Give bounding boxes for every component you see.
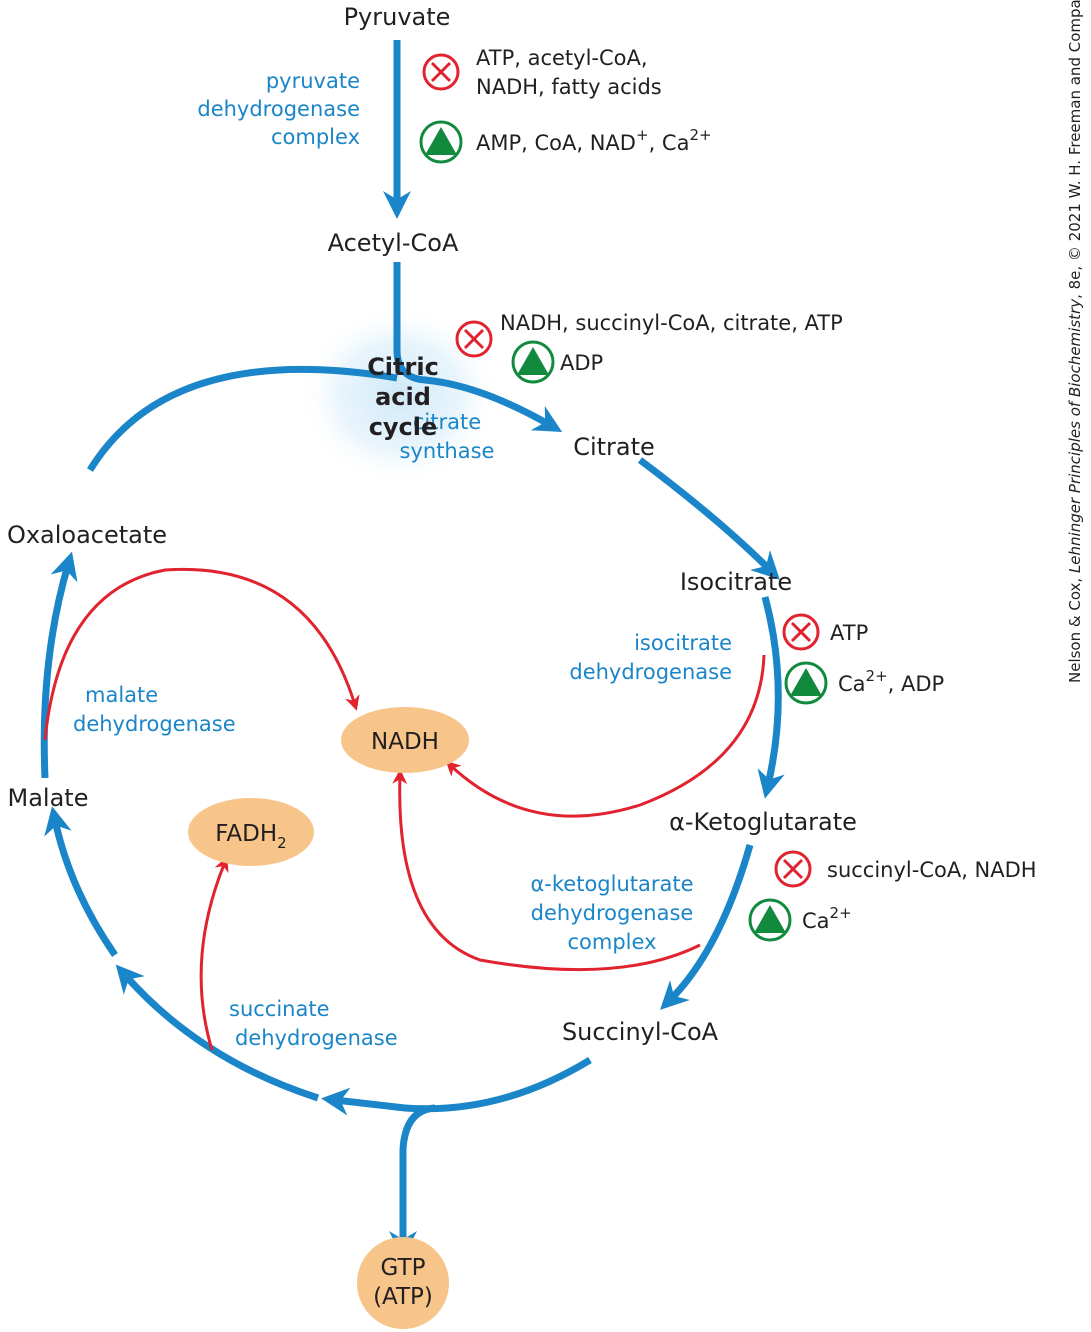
cs-label-1: citrate (413, 410, 481, 434)
sdh-label-1: succinate (229, 997, 330, 1021)
akg-to-succinylcoa-arrow (660, 844, 754, 1010)
acetylcoa-label: Acetyl-CoA (328, 229, 459, 257)
fadh2-product (188, 798, 314, 866)
pyruvate-label: Pyruvate (344, 3, 451, 31)
akg-dh-nadh-arrow (392, 769, 701, 972)
succinylcoa-to-succinate-arrow (321, 1057, 592, 1116)
akgdh-inhibition-icon (774, 850, 812, 888)
pdh-label-2: dehydrogenase (197, 97, 360, 121)
akgdh-label-3: complex (568, 930, 657, 954)
pdh-inhibition-icon (422, 53, 460, 91)
pdh-label-1: pyruvate (266, 69, 360, 93)
akgdh-label-2: dehydrogenase (531, 901, 694, 925)
idh-inhibitors: ATP (830, 621, 868, 645)
gtp-branch-arrow (389, 1104, 436, 1259)
isocitrate-dh-nadh-arrow (445, 654, 766, 818)
pdh-activators: AMP, CoA, NAD+, Ca2+ (476, 126, 712, 155)
citrate-label: Citrate (573, 433, 655, 461)
idh-label-2: dehydrogenase (569, 660, 732, 684)
malate-label: Malate (8, 784, 89, 812)
atp-label: (ATP) (373, 1284, 433, 1310)
cs-inhibition-icon (455, 320, 493, 358)
succinylcoa-label: Succinyl-CoA (562, 1018, 719, 1046)
idh-activation-icon (784, 661, 828, 705)
cs-activation-icon (511, 340, 555, 384)
isocitrate-to-akg-arrow (757, 596, 785, 799)
mdh-label-1: malate (85, 683, 158, 707)
malate-dh-nadh-arrow (43, 567, 360, 741)
akgdh-activation-icon (748, 898, 792, 942)
credit-line: Nelson & Cox, Lehninger Principles of Bi… (1066, 0, 1084, 683)
center-glow (300, 305, 500, 485)
malate-to-oxaloacetate-arrow (40, 551, 78, 779)
isocitrate-label: Isocitrate (680, 568, 792, 596)
akgdh-label-1: α-ketoglutarate (530, 872, 693, 896)
pdh-label-3: complex (271, 125, 360, 149)
center-title-3: cycle (369, 413, 438, 441)
cs-label-2: synthase (400, 439, 495, 463)
sdh-label-2: dehydrogenase (235, 1026, 398, 1050)
idh-activators: Ca2+, ADP (838, 667, 944, 696)
akgdh-activators: Ca2+ (802, 904, 852, 933)
idh-label-1: isocitrate (634, 631, 732, 655)
center-title-1: Citric (367, 353, 439, 381)
cs-inhibitors: NADH, succinyl-CoA, citrate, ATP (500, 311, 843, 335)
alpha-ketoglutarate-label: α-Ketoglutarate (669, 808, 857, 836)
citrate-to-isocitrate-arrow (637, 457, 780, 580)
succinate-dh-fadh2-arrow (199, 856, 229, 1051)
idh-inhibition-icon (782, 613, 820, 651)
pdh-inhibitors-1: ATP, acetyl-CoA, (476, 46, 648, 70)
nadh-product (341, 707, 469, 773)
pdh-activation-icon (419, 120, 463, 164)
nadh-label: NADH (371, 729, 439, 755)
gtp-label: GTP (381, 1255, 426, 1281)
center-title-2: acid (375, 383, 431, 411)
akgdh-inhibitors: succinyl-CoA, NADH (827, 858, 1037, 882)
fadh2-label: FADH2 (215, 821, 286, 852)
mdh-label-2: dehydrogenase (73, 712, 236, 736)
oxaloacetate-label: Oxaloacetate (7, 521, 167, 549)
acetylcoa-entry-arrow (393, 262, 563, 432)
cs-activators: ADP (560, 351, 603, 375)
pdh-inhibitors-2: NADH, fatty acids (476, 75, 662, 99)
gtp-product (357, 1237, 449, 1329)
oxaloacetate-arc (87, 366, 398, 472)
fumarate-to-malate-arrow (44, 806, 118, 957)
